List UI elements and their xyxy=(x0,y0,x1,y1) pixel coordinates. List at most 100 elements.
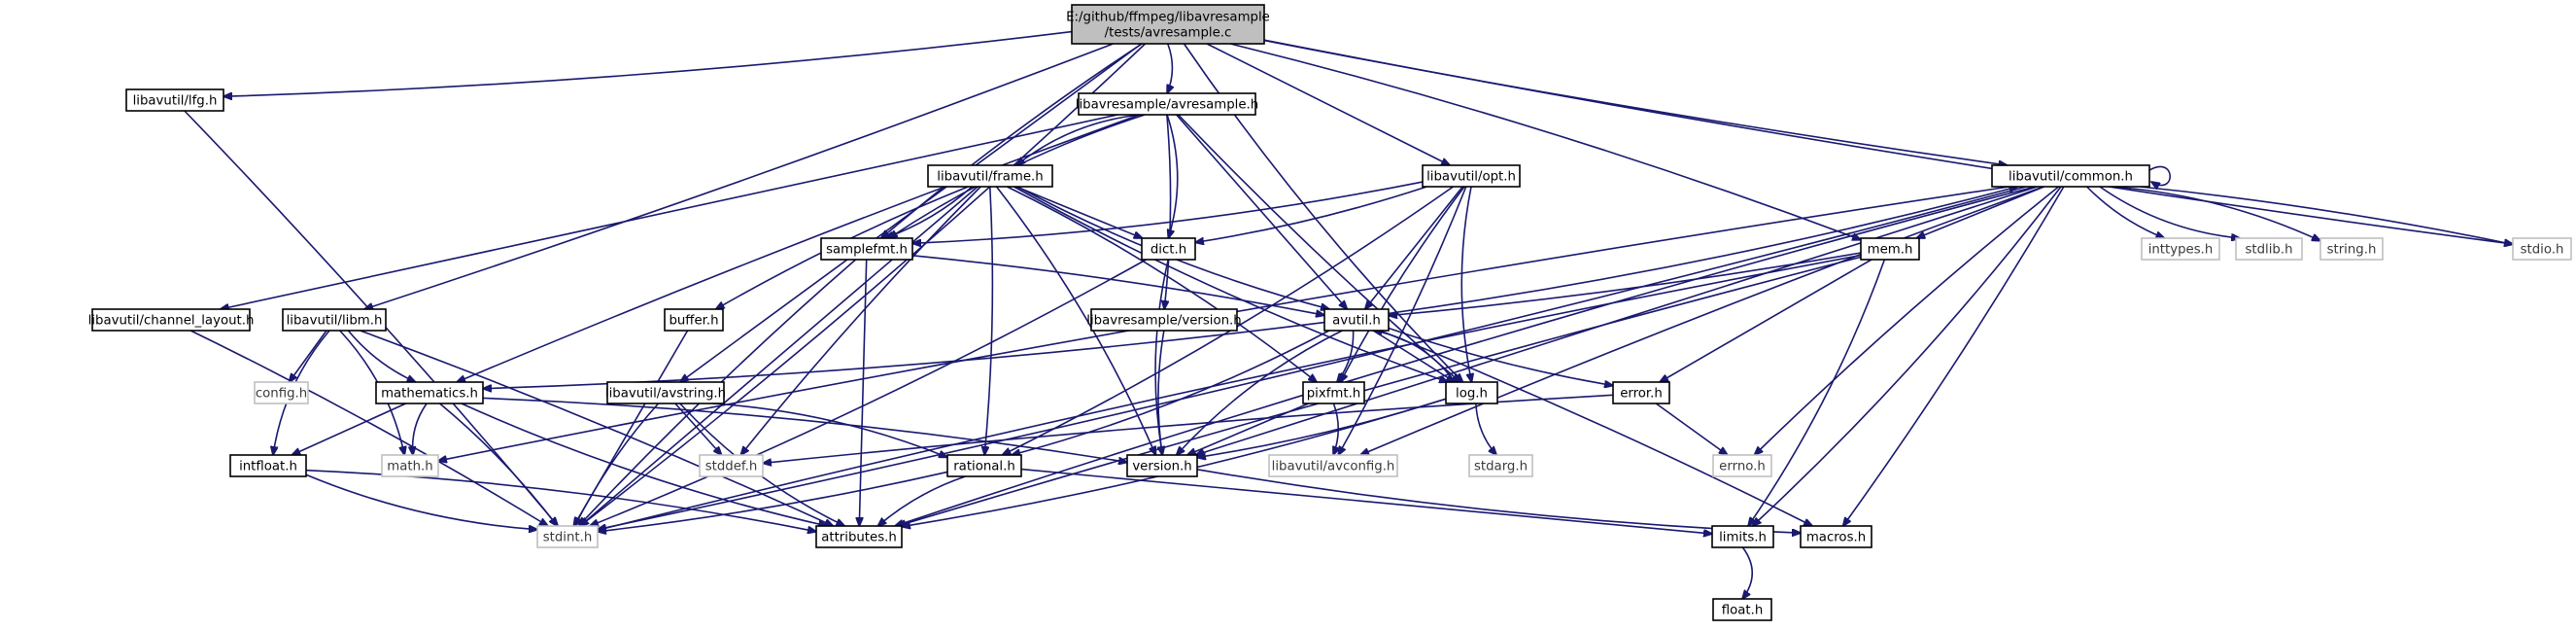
edge-libm-to-attributes xyxy=(360,330,834,526)
node-box-string xyxy=(2319,237,2384,261)
node-intfloat[interactable]: intfloat.h xyxy=(229,454,307,477)
node-box-log xyxy=(1445,381,1498,404)
node-attributes[interactable]: attributes.h xyxy=(815,525,903,548)
edge-log-to-version xyxy=(1197,398,1447,457)
edge-avutil-to-error xyxy=(1388,327,1613,385)
edge-common-to-stdio xyxy=(2140,186,2513,244)
edge-opt-to-log xyxy=(1460,186,1471,382)
node-label-channel_layout: libavutil/channel_layout.h xyxy=(88,314,255,329)
edge-root-to-stdio xyxy=(1263,39,2513,244)
edge-common-to-inttypes xyxy=(2086,186,2165,238)
node-float[interactable]: float.h xyxy=(1712,598,1772,621)
edge-common-to-string xyxy=(2112,186,2320,241)
edge-avutil-to-macros xyxy=(1380,330,1812,526)
edge-root-to-mem xyxy=(1230,43,1861,240)
edge-frame-to-rational xyxy=(984,186,994,455)
node-box-stdlib xyxy=(2235,237,2303,261)
node-avresample[interactable]: libavresample/avresample.h xyxy=(1076,92,1258,116)
node-config: config.h xyxy=(254,381,309,404)
node-box-mathematics xyxy=(375,381,484,404)
node-label-frame: libavutil/frame.h xyxy=(937,170,1043,185)
node-mem[interactable]: mem.h xyxy=(1860,237,1920,261)
edge-version-to-macros xyxy=(1196,469,1801,533)
edge-avstring-to-stdint xyxy=(575,403,660,526)
edge-common-to-avconfig xyxy=(1360,186,2044,455)
edge-common-to-attributes xyxy=(895,186,2036,526)
edge-root-to-opt xyxy=(1206,43,1450,165)
edge-frame-to-log xyxy=(1013,186,1448,382)
node-dict[interactable]: dict.h xyxy=(1141,237,1196,261)
node-libm[interactable]: libavutil/libm.h xyxy=(282,308,387,332)
edge-frame-to-stdint xyxy=(580,186,979,526)
node-label-version: version.h xyxy=(1132,460,1191,474)
edge-log-to-stdarg xyxy=(1475,403,1496,455)
node-label-config: config.h xyxy=(256,387,307,402)
node-pixfmt[interactable]: pixfmt.h xyxy=(1302,381,1365,404)
edge-avstring-to-stddef xyxy=(674,403,722,455)
node-buffer[interactable]: buffer.h xyxy=(664,308,724,332)
edge-mem-to-error xyxy=(1660,259,1872,382)
node-box-attributes xyxy=(815,525,903,548)
edge-opt-to-dict xyxy=(1195,186,1427,242)
node-root[interactable]: E:/github/ffmpeg/libavresample/tests/avr… xyxy=(1066,4,1270,45)
node-limits[interactable]: limits.h xyxy=(1711,525,1774,548)
edge-avresample-to-avversion xyxy=(1164,114,1172,309)
edge-dict-to-stdint xyxy=(590,259,1147,526)
edge-avresample-to-dict xyxy=(1166,114,1179,238)
node-label-limits: limits.h xyxy=(1719,531,1767,545)
node-box-mem xyxy=(1860,237,1920,261)
node-log[interactable]: log.h xyxy=(1445,381,1498,404)
edge-mem-to-stdint xyxy=(598,254,1862,531)
edge-frame-to-version xyxy=(995,186,1156,455)
edge-opt-to-avconfig xyxy=(1338,186,1467,455)
node-avstring[interactable]: libavutil/avstring.h xyxy=(605,381,726,404)
node-avversion[interactable]: libavresample/version.h xyxy=(1086,308,1242,332)
edge-common-to-stdlib xyxy=(2099,186,2240,238)
node-common[interactable]: libavutil/common.h xyxy=(1991,164,2150,188)
node-label-inttypes: inttypes.h xyxy=(2148,243,2214,258)
node-macros[interactable]: macros.h xyxy=(1800,525,1872,548)
edge-samplefmt-to-attributes xyxy=(859,259,868,526)
edge-common-to-macros xyxy=(1843,186,2065,526)
node-rational[interactable]: rational.h xyxy=(946,454,1022,477)
node-box-limits xyxy=(1711,525,1774,548)
edge-root-to-libm xyxy=(364,43,1114,309)
node-box-config xyxy=(254,381,309,404)
edge-error-to-errno xyxy=(1655,403,1727,455)
node-math: math.h xyxy=(381,454,439,477)
edge-mem-to-attributes xyxy=(897,256,1862,526)
edge-common-to-limits xyxy=(1753,186,2062,526)
node-samplefmt[interactable]: samplefmt.h xyxy=(820,237,913,261)
node-label-stdlib: stdlib.h xyxy=(2245,243,2292,258)
node-channel_layout[interactable]: libavutil/channel_layout.h xyxy=(88,308,255,332)
node-label-avresample: libavresample/avresample.h xyxy=(1076,98,1258,113)
node-opt[interactable]: libavutil/opt.h xyxy=(1422,164,1521,188)
edge-mathematics-to-math xyxy=(413,403,428,455)
edge-opt-to-samplefmt xyxy=(912,181,1424,243)
node-label-stddef: stddef.h xyxy=(705,460,758,474)
edge-common-to-errno xyxy=(1754,186,2060,455)
edge-frame-to-pixfmt xyxy=(1007,186,1317,382)
node-box-avstring xyxy=(606,381,725,404)
node-lfg[interactable]: libavutil/lfg.h xyxy=(125,88,224,112)
edge-common-to-mem xyxy=(1916,186,2045,238)
node-stdlib: stdlib.h xyxy=(2235,237,2303,261)
edge-avstring-to-rational xyxy=(712,403,947,457)
node-error[interactable]: error.h xyxy=(1612,381,1670,404)
node-mathematics[interactable]: mathematics.h xyxy=(375,381,484,404)
edge-rational-to-attributes xyxy=(877,475,966,526)
node-label-stdint: stdint.h xyxy=(543,531,593,545)
node-avutil[interactable]: avutil.h xyxy=(1323,308,1390,332)
node-version[interactable]: version.h xyxy=(1126,454,1198,477)
node-stdio: stdio.h xyxy=(2512,237,2572,261)
edge-avutil-to-common xyxy=(1388,187,2017,315)
edge-libm-to-config xyxy=(289,330,327,382)
edge-pixfmt-to-version xyxy=(1187,403,1309,455)
node-label-math: math.h xyxy=(387,460,432,474)
node-label-string: string.h xyxy=(2327,243,2377,258)
node-box-errno xyxy=(1712,454,1772,477)
edge-channel_layout-to-stdint xyxy=(189,330,548,526)
node-label-common: libavutil/common.h xyxy=(2009,170,2133,185)
node-frame[interactable]: libavutil/frame.h xyxy=(927,164,1053,188)
